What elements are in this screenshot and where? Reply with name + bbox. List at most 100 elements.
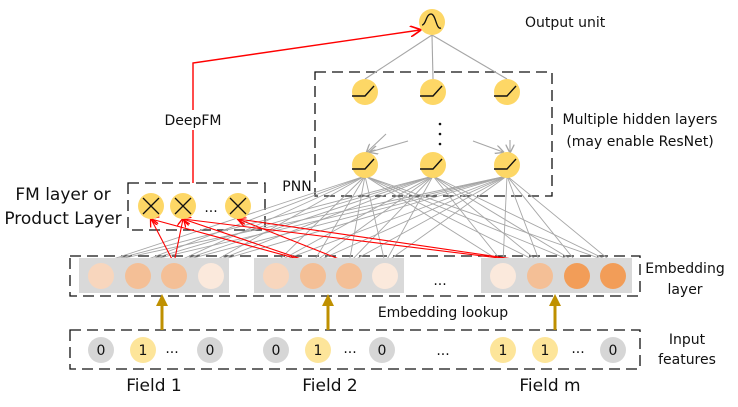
embedding-to-hidden-edge — [364, 175, 504, 264]
fm-layer-label-line2: Product Layer — [4, 209, 121, 229]
embedding-to-hidden-edge — [364, 175, 541, 264]
embedding-to-hidden-edge — [173, 175, 434, 264]
embedding-to-hidden-edge — [364, 175, 614, 264]
input-value: 0 — [378, 343, 387, 359]
embedding-to-hidden-edge — [364, 175, 578, 264]
input-value: 1 — [541, 343, 550, 359]
embedding-to-hidden-edge — [384, 175, 434, 264]
field-group: 0 1 0... Field 2 — [254, 258, 404, 396]
input-value: 1 — [499, 343, 508, 359]
input-feature-node: 0 — [369, 337, 395, 363]
embedding-unit — [490, 263, 516, 289]
input-value: 1 — [314, 343, 323, 359]
fields: 0 1 0... Field 1 0 1 0... Field 2 1 1 0... Field m — [79, 258, 632, 396]
embedding-unit — [527, 263, 553, 289]
embedding-layer-label-line1: Embedding — [645, 261, 724, 277]
embedding-to-hidden-edge — [137, 175, 366, 264]
field-name: Field 1 — [126, 376, 181, 396]
input-value: 0 — [609, 343, 618, 359]
field-name: Field m — [519, 376, 580, 396]
hidden-layers-label-line2: (may enable ResNet) — [566, 134, 713, 150]
product-ellipsis: ... — [204, 200, 217, 216]
embedding-to-hidden-edge — [348, 175, 434, 264]
embedding-to-hidden-edge — [348, 175, 366, 264]
fm-layer-label-line1: FM layer or — [15, 185, 110, 205]
embedding-to-hidden-edge — [432, 175, 541, 264]
relu-icon — [494, 85, 517, 97]
input-feature-node: 0 — [88, 337, 114, 363]
embedding-layer-box — [69, 255, 641, 297]
hidden-node — [494, 79, 520, 105]
embedding-to-hidden-edge — [137, 175, 434, 264]
deepfm-path-arrow — [192, 30, 420, 183]
hidden-partial-edge — [472, 140, 503, 152]
hidden-partial-edge — [370, 140, 409, 152]
field-name: Field 2 — [302, 376, 357, 396]
embedding-to-hidden-edge — [210, 175, 366, 264]
input-value: 0 — [272, 343, 281, 359]
product-nodes — [138, 193, 251, 219]
relu-icon — [494, 158, 517, 170]
embedding-unit — [564, 263, 590, 289]
hidden-node — [352, 79, 378, 105]
input-feature-node: 0 — [600, 337, 626, 363]
embedding-unit — [336, 263, 362, 289]
arrow-head-icon — [156, 294, 168, 306]
hidden-node — [352, 152, 378, 178]
pnn-label: PNN — [282, 179, 311, 195]
embedding-to-hidden-edge — [312, 175, 434, 264]
relu-icon — [420, 158, 443, 170]
embedding-to-hidden-edge — [364, 175, 386, 264]
embedding-unit — [300, 263, 326, 289]
embedding-to-hidden-edge — [506, 175, 578, 264]
hidden-node — [420, 79, 446, 105]
input-features-label-line1: Input — [669, 332, 706, 348]
relu-icon — [420, 85, 443, 97]
fm-product-layer-box — [127, 182, 266, 231]
deepfm-label-bg — [160, 110, 226, 130]
relu-icon — [352, 158, 375, 170]
embedding-unit — [88, 263, 114, 289]
input-ellipsis: ... — [571, 341, 584, 357]
input-value: 0 — [97, 343, 106, 359]
embedding-unit — [600, 263, 626, 289]
input-features-label-line2: features — [658, 352, 716, 368]
embedding-to-product-edge — [238, 219, 350, 264]
embedding-unit — [372, 263, 398, 289]
hidden-node — [494, 152, 520, 178]
hidden-to-output-edge — [431, 34, 508, 80]
embedding-to-hidden-edge — [506, 175, 614, 264]
product-node — [138, 193, 164, 219]
input-ellipsis: ... — [343, 341, 356, 357]
input-value: 0 — [206, 343, 215, 359]
input-feature-node: 0 — [197, 337, 223, 363]
embedding-to-product-edge — [183, 219, 541, 264]
embedding-to-hidden-edge — [210, 175, 434, 264]
embedding-to-hidden-edge — [432, 175, 504, 264]
embedding-layer-label-line2: layer — [667, 282, 702, 298]
hidden-layers-box — [314, 71, 553, 197]
embedding-ellipsis: ... — [433, 273, 446, 289]
embedding-to-product-edge — [238, 219, 541, 264]
vertical-ellipsis — [438, 122, 442, 146]
product-node — [170, 193, 196, 219]
embedding-to-hidden-edge — [275, 175, 366, 264]
deepfm-label: DeepFM — [164, 113, 221, 129]
connection-edges — [100, 34, 614, 264]
embedding-to-hidden-edge — [173, 175, 366, 264]
input-feature-node: 1 — [490, 337, 516, 363]
embedding-to-hidden-edge — [312, 175, 508, 264]
field-ellipsis: ... — [436, 343, 449, 359]
hidden-node — [420, 152, 446, 178]
hidden-partial-edge — [367, 133, 387, 152]
arrow-head-icon — [322, 294, 334, 306]
fm-connection-edges — [151, 219, 541, 264]
embedding-to-product-edge — [173, 219, 183, 264]
embedding-to-hidden-edge — [432, 175, 578, 264]
input-value: 1 — [139, 343, 148, 359]
sigmoid-icon — [421, 13, 442, 29]
embedding-to-hidden-edge — [173, 175, 508, 264]
hidden-nodes — [352, 79, 520, 178]
hidden-layers-label-line1: Multiple hidden layers — [563, 112, 718, 128]
